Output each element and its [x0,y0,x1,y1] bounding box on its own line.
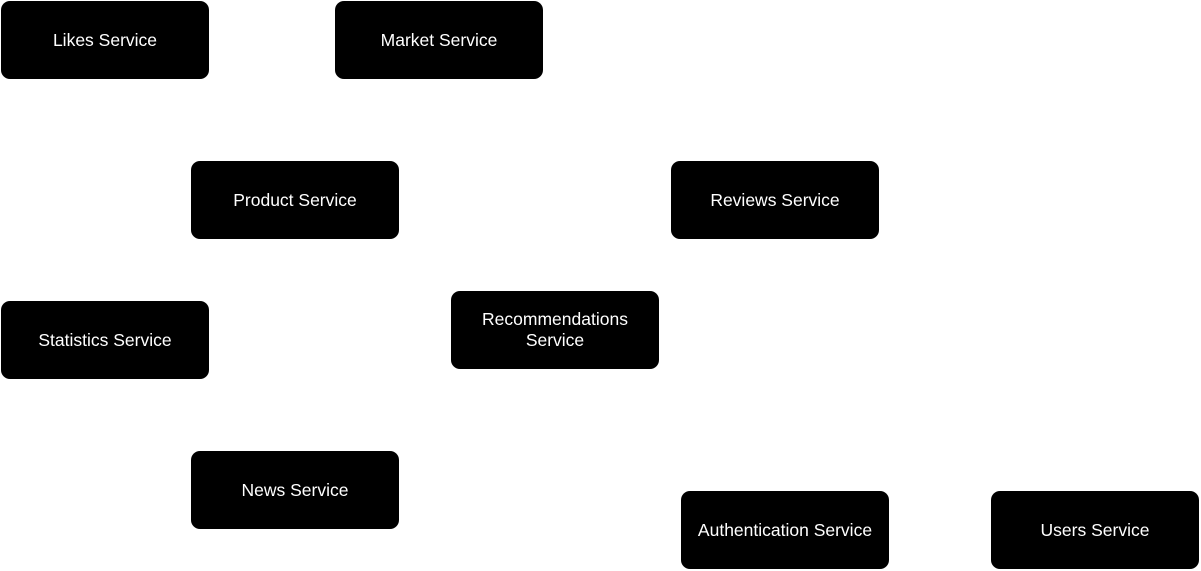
news-service-node: News Service [191,451,399,529]
reviews-service-node: Reviews Service [671,161,879,239]
authentication-service-node: Authentication Service [681,491,889,569]
statistics-service-node: Statistics Service [1,301,209,379]
market-service-node: Market Service [335,1,543,79]
likes-service-node: Likes Service [1,1,209,79]
node-label: Reviews Service [710,189,840,210]
node-label: Statistics Service [38,329,172,350]
node-label: Authentication Service [697,519,873,540]
node-label: Users Service [1040,519,1150,540]
node-label: Product Service [233,189,357,210]
node-label: News Service [241,479,349,500]
product-service-node: Product Service [191,161,399,239]
node-label: Market Service [380,29,498,50]
recommendations-service-node: Recommendations Service [451,291,659,369]
node-label: Likes Service [52,29,158,50]
users-service-node: Users Service [991,491,1199,569]
node-label: Recommendations Service [482,309,628,350]
